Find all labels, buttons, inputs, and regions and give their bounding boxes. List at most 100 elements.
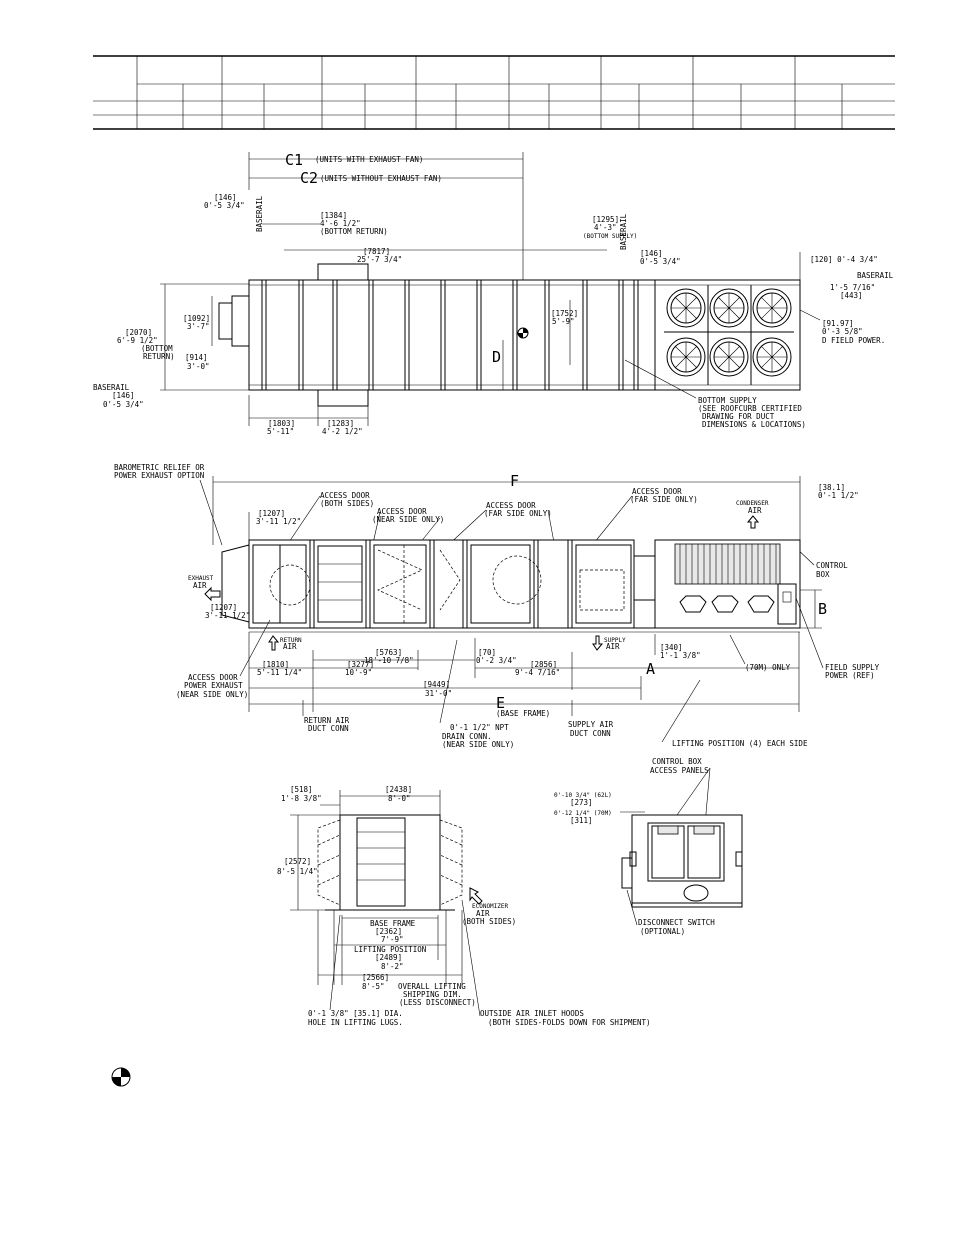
- dim-2489-ft: 8'-2": [381, 962, 404, 971]
- base-frame-end: BASE FRAME: [370, 919, 416, 928]
- dim-1295-ft: 4'-3": [594, 223, 617, 232]
- bottom-supply-1: BOTTOM SUPPLY: [698, 396, 757, 405]
- dim-1207a-ft: 3'-11 1/2": [256, 517, 301, 526]
- outside-air-2: (BOTH SIDES-FOLDS DOWN FOR SHIPMENT): [488, 1018, 651, 1027]
- dim-2856-mm: [2856]: [530, 660, 557, 669]
- bottom-supply-2: (SEE ROOFCURB CERTIFIED: [698, 404, 802, 413]
- e-label: E: [496, 694, 505, 712]
- dim-146a-mm: [146]: [214, 193, 237, 202]
- dim-381-ft: 0'-1 1/2": [818, 491, 859, 500]
- dim-146c-mm: [146]: [112, 391, 135, 400]
- overall-1: OVERALL LIFTING: [398, 982, 466, 991]
- dim-7817-ft: 25'-7 3/4": [357, 255, 402, 264]
- condenser-2: AIR: [748, 506, 762, 515]
- dim-1283-mm: [1283]: [327, 419, 354, 428]
- dim-2070-mm: [2070]: [125, 328, 152, 337]
- condenser-1: CONDENSER: [736, 500, 769, 507]
- return-air-1: RETURN: [280, 637, 302, 644]
- dim-2362-ft: 7'-9": [381, 935, 404, 944]
- baserail-bottom: BASERAIL: [93, 383, 130, 392]
- dim-2489-mm: [2489]: [375, 953, 402, 962]
- dim-1207b-ft: 3'-11 1/2": [205, 611, 250, 620]
- outside-air-1: OUTSIDE AIR INLET HOODS: [480, 1009, 584, 1018]
- dim-70-ft: 0'-2 3/4": [476, 656, 517, 665]
- bottom-supply-3: DRAWING FOR DUCT: [702, 412, 775, 421]
- dim-914-ft: 3'-0": [187, 362, 210, 371]
- lifting-position-end: LIFTING POSITION: [354, 945, 426, 954]
- dim-120: [120] 0'-4 3/4": [810, 255, 878, 264]
- access-pe-2: POWER EXHAUST: [184, 681, 243, 690]
- control-box-2: BOX: [816, 570, 830, 579]
- dim-146a-ft: 0'-5 3/4": [204, 201, 245, 210]
- access-pe-1: ACCESS DOOR: [188, 673, 238, 682]
- end-view: [518] 1'-8 3/8" [2438] 8'-0" [2572] 8'-5…: [277, 785, 651, 1027]
- c1-label: C1: [285, 151, 303, 169]
- supply-air-1: SUPPLY: [604, 637, 626, 644]
- dim-1752-ft: 5'-9": [552, 317, 575, 326]
- dim-518-mm: [518]: [290, 785, 313, 794]
- barometric-1: BAROMETRIC RELIEF OR: [114, 463, 205, 472]
- condenser-arrow-icon: [746, 515, 760, 529]
- dim-1810-mm: [1810]: [262, 660, 289, 669]
- dim-5763-mm: [5763]: [375, 648, 402, 657]
- supply-duct-1: SUPPLY AIR: [568, 720, 614, 729]
- access-near-1: ACCESS DOOR: [377, 507, 427, 516]
- dim-70m-ft: 0'-12 1/4" (70M): [554, 810, 612, 817]
- dim-2856-ft: 9'-4 7/16": [515, 668, 560, 677]
- side-view: BAROMETRIC RELIEF OR POWER EXHAUST OPTIO…: [114, 463, 880, 749]
- b-label: B: [818, 600, 827, 618]
- dim-443-mm: [443]: [840, 291, 863, 300]
- supply-duct-2: DUCT CONN: [570, 729, 611, 738]
- dim-1384-mm: [1384]: [320, 211, 347, 220]
- dimension-table: [93, 55, 895, 130]
- dim-340-mm: [340]: [660, 643, 683, 652]
- dim-2438-mm: [2438]: [385, 785, 412, 794]
- dim-146b-mm: [146]: [640, 249, 663, 258]
- dim-2438-ft: 8'-0": [388, 794, 411, 803]
- dim-1207a-mm: [1207]: [258, 509, 285, 518]
- access-pe-3: (NEAR SIDE ONLY): [176, 690, 248, 699]
- field-power: D FIELD POWER.: [822, 336, 885, 345]
- dim-62l-mm: [273]: [570, 798, 593, 807]
- dim-1092-ft: 3'-7": [187, 322, 210, 331]
- dim-1092-mm: [1092]: [183, 314, 210, 323]
- dim-340-ft: 1'-1 3/8": [660, 651, 701, 660]
- baserail-label-2: BASERAIL: [619, 213, 628, 250]
- overall-3: (LESS DISCONNECT): [399, 998, 476, 1007]
- supply-arrow-icon: [592, 635, 604, 651]
- dim-146b-ft: 0'-5 3/4": [640, 257, 681, 266]
- economizer-2: AIR: [476, 909, 490, 918]
- dim-2572-ft: 8'-5 1/4": [277, 867, 318, 876]
- footer-notes: [111, 1067, 131, 1087]
- dim-1207b-mm: [1207]: [210, 603, 237, 612]
- only-70m: (70M) ONLY: [745, 663, 791, 672]
- dim-914-mm: [914]: [185, 353, 208, 362]
- hole-2: HOLE IN LIFTING LUGS.: [308, 1018, 403, 1027]
- dim-1283-ft: 4'-2 1/2": [322, 427, 363, 436]
- c1-text: (UNITS WITH EXHAUST FAN): [315, 155, 423, 164]
- overall-2: SHIPPING DIM.: [403, 990, 462, 999]
- center-of-gravity-fill-icon: [518, 328, 528, 338]
- dim-9449-mm: [9449]: [423, 680, 450, 689]
- dim-1810-ft: 5'-11 1/4": [257, 668, 302, 677]
- dim-1384-note: (BOTTOM RETURN): [320, 227, 388, 236]
- dim-2572-mm: [2572]: [284, 857, 311, 866]
- bottom-supply-4: DIMENSIONS & LOCATIONS): [702, 420, 806, 429]
- base-frame-label: (BASE FRAME): [496, 709, 550, 718]
- dim-2070-note2: RETURN): [143, 352, 175, 361]
- dim-3277-ft: 10'-9": [345, 668, 372, 677]
- control-panels-1: CONTROL BOX: [652, 757, 702, 766]
- return-air-2: AIR: [283, 642, 297, 651]
- access-far-r2: (FAR SIDE ONLY): [630, 495, 698, 504]
- dim-9197-mm: [91.97]: [822, 319, 854, 328]
- access-near-2: (NEAR SIDE ONLY): [372, 515, 444, 524]
- dim-9197-ft: 0'-3 5/8": [822, 327, 863, 336]
- return-duct-1: RETURN AIR: [304, 716, 350, 725]
- dim-381-mm: [38.1]: [818, 483, 845, 492]
- compressors: [679, 595, 775, 613]
- dim-7817-mm: [7817]: [363, 247, 390, 256]
- disconnect-1: DISCONNECT SWITCH: [638, 918, 715, 927]
- access-far-2: (FAR SIDE ONLY): [484, 509, 552, 518]
- access-both-1: ACCESS DOOR: [320, 491, 370, 500]
- dim-5763-ft: 18'-10 7/8": [364, 656, 414, 665]
